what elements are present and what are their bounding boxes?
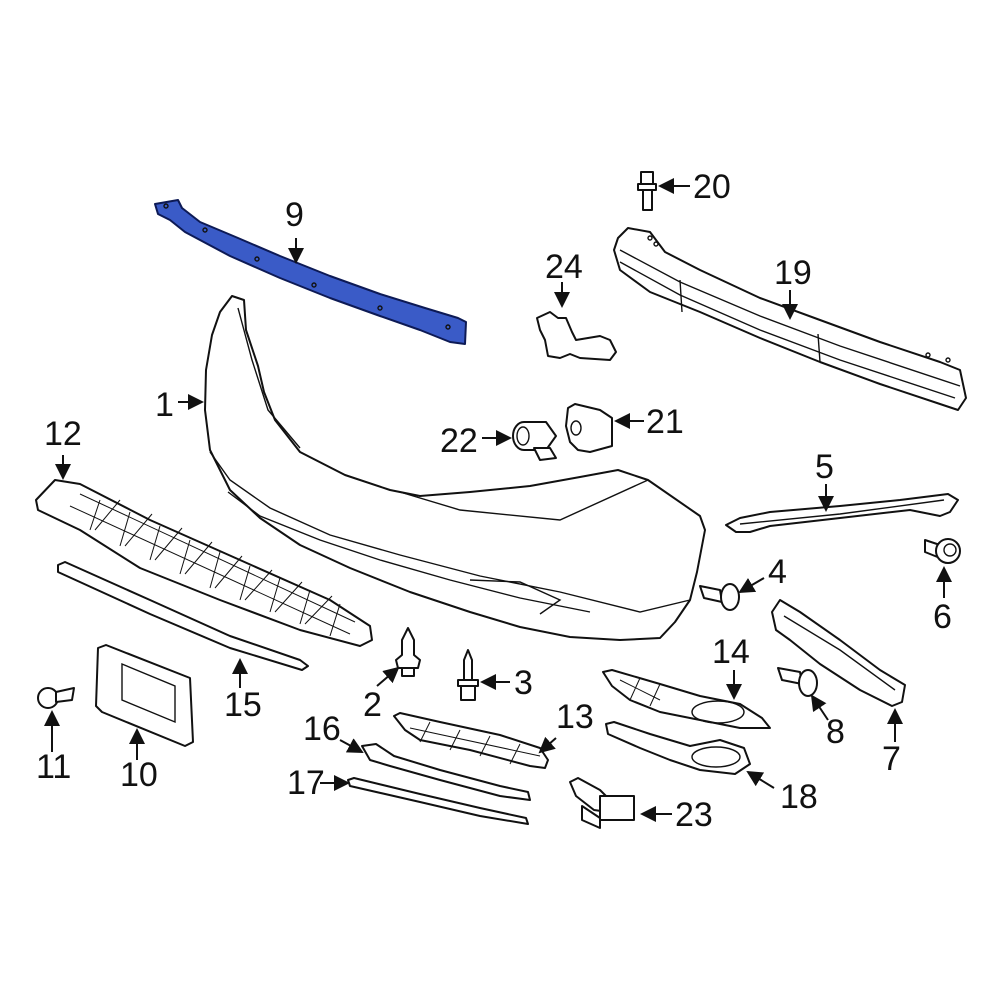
part-5-upper-bracket[interactable] xyxy=(725,493,959,533)
part-21-sensor-bracket[interactable] xyxy=(565,403,613,453)
part-7-side-bracket[interactable] xyxy=(771,599,906,707)
callout-24: 24 xyxy=(545,248,583,286)
part-2-push-clip[interactable] xyxy=(395,627,421,677)
part-13-grille-insert[interactable] xyxy=(393,712,549,769)
part-23-connector[interactable] xyxy=(569,777,635,829)
callout-1: 1 xyxy=(155,386,174,424)
part-3-bolt[interactable] xyxy=(457,649,479,701)
callout-12: 12 xyxy=(44,415,82,453)
callout-17: 17 xyxy=(287,764,325,802)
part-1-bumper-cover[interactable] xyxy=(204,295,706,641)
leader-arrows xyxy=(44,178,952,822)
callout-19: 19 xyxy=(774,254,812,292)
callout-3: 3 xyxy=(514,664,533,702)
callout-11: 11 xyxy=(36,748,72,786)
part-9-upper-retainer[interactable] xyxy=(154,199,467,345)
part-6-screw[interactable] xyxy=(924,538,961,564)
part-8-screw[interactable] xyxy=(777,667,818,697)
callout-13: 13 xyxy=(556,698,594,736)
callout-7: 7 xyxy=(882,740,901,778)
callout-23: 23 xyxy=(675,796,713,834)
callout-2: 2 xyxy=(363,686,382,724)
part-20-bolt[interactable] xyxy=(637,171,657,211)
part-15-grille-molding[interactable] xyxy=(57,561,309,671)
callout-20: 20 xyxy=(693,168,731,206)
callout-22: 22 xyxy=(440,422,478,460)
part-12-lower-grille[interactable] xyxy=(35,479,373,647)
callout-16: 16 xyxy=(303,710,341,748)
part-4-screw[interactable] xyxy=(699,583,740,611)
part-16-molding[interactable] xyxy=(361,743,531,801)
callout-6: 6 xyxy=(933,598,952,636)
callout-8: 8 xyxy=(826,713,845,751)
callout-4: 4 xyxy=(768,553,787,591)
callout-18: 18 xyxy=(780,778,818,816)
part-11-screw[interactable] xyxy=(37,687,75,709)
callout-21: 21 xyxy=(646,403,684,441)
callout-5: 5 xyxy=(815,448,834,486)
part-10-license-plate-bracket[interactable] xyxy=(95,644,194,747)
callout-14: 14 xyxy=(712,633,750,671)
callout-15: 15 xyxy=(224,686,262,724)
part-14-fog-lamp-bezel[interactable] xyxy=(602,669,771,729)
part-22-park-sensor[interactable] xyxy=(512,421,557,461)
part-24-bracket[interactable] xyxy=(536,311,617,361)
part-18-fog-lamp-trim[interactable] xyxy=(605,721,751,775)
callout-10: 10 xyxy=(120,756,158,794)
callout-9: 9 xyxy=(285,196,304,234)
part-17-molding-strip[interactable] xyxy=(347,777,529,825)
